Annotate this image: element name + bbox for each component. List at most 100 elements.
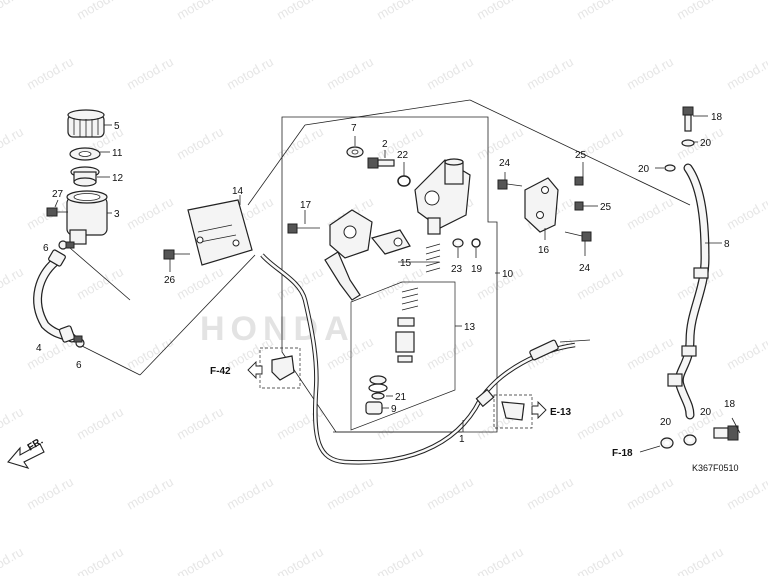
label-18-lower: 18 — [724, 399, 736, 410]
watermark-text: motod.ru — [374, 0, 426, 23]
watermark-text: motod.ru — [0, 0, 26, 23]
watermark-text: motod.ru — [424, 474, 476, 513]
watermark-text: motod.ru — [174, 404, 226, 443]
watermark-text: motod.ru — [624, 54, 676, 93]
watermark-text: motod.ru — [624, 194, 676, 233]
watermark-text: motod.ru — [574, 404, 626, 443]
label-25-upper: 25 — [575, 150, 587, 161]
push-rod-arm — [324, 251, 361, 301]
ref-box-f42 — [247, 347, 301, 389]
watermark-text: motod.ru — [724, 54, 768, 93]
watermark-text: motod.ru — [574, 0, 626, 23]
watermark-text: motod.ru — [0, 264, 26, 303]
ref-box-e13 — [493, 394, 547, 429]
label-25-lower: 25 — [600, 202, 612, 213]
banjo-bolt-upper — [682, 106, 694, 132]
ref-f42: F-42 — [210, 366, 231, 377]
reservoir-screw — [46, 207, 68, 217]
reservoir-hose — [33, 249, 77, 343]
watermark-text: motod.ru — [424, 54, 476, 93]
watermark-text: motod.ru — [124, 194, 176, 233]
master-cylinder-cover — [187, 199, 253, 266]
watermark-text: motod.ru — [324, 54, 376, 93]
label-24-upper: 24 — [499, 158, 511, 169]
label-26: 26 — [164, 275, 176, 286]
clutch-master-cylinder — [414, 158, 471, 235]
watermark-text: motod.ru — [524, 474, 576, 513]
leader-14-box — [247, 124, 306, 206]
watermark-text: motod.ru — [274, 544, 326, 576]
label-11: 11 — [112, 148, 123, 159]
watermark-text: motod.ru — [124, 334, 176, 373]
nut-23 — [452, 238, 464, 248]
label-23: 23 — [451, 264, 463, 275]
label-16: 16 — [538, 245, 550, 256]
label-7: 7 — [351, 123, 357, 134]
label-10: 10 — [502, 269, 514, 280]
watermark-text: motod.ru — [174, 0, 226, 23]
label-9: 9 — [391, 404, 397, 415]
label-18-upper: 18 — [711, 112, 723, 123]
label-8: 8 — [724, 239, 730, 250]
sealing-washer-upper-b — [664, 164, 676, 172]
hose-clip-upper — [58, 240, 75, 250]
label-20-upper-b: 20 — [638, 164, 650, 175]
banjo-bolt-lower — [713, 425, 739, 441]
leader-6a — [69, 247, 131, 301]
label-20-lower-a: 20 — [660, 417, 672, 428]
label-1: 1 — [459, 434, 465, 445]
watermark-text: motod.ru — [74, 264, 126, 303]
label-6-lower: 6 — [76, 360, 82, 371]
front-direction-arrow — [7, 443, 45, 469]
ref-e13: E-13 — [550, 407, 572, 418]
watermark-text: motod.ru — [474, 0, 526, 23]
watermark-text: motod.ru — [724, 194, 768, 233]
cover-bolt — [163, 249, 190, 260]
label-24-lower: 24 — [579, 263, 591, 274]
bolt-17 — [287, 223, 320, 234]
label-22: 22 — [397, 150, 409, 161]
label-20-upper-a: 20 — [700, 138, 712, 149]
watermark-text: motod.ru — [174, 544, 226, 576]
watermark-text: motod.ru — [0, 404, 26, 443]
watermark-text: motod.ru — [624, 474, 676, 513]
watermark-text: motod.ru — [224, 54, 276, 93]
watermark-text: motod.ru — [124, 54, 176, 93]
pivot-bolt — [367, 157, 395, 169]
watermark-text: motod.ru — [724, 474, 768, 513]
watermark-text: motod.ru — [574, 544, 626, 576]
label-21: 21 — [395, 392, 407, 403]
washer-19 — [471, 238, 481, 248]
clutch-cable — [260, 253, 591, 465]
sealing-washer-lower-a — [660, 437, 674, 449]
watermark-text: motod.ru — [24, 54, 76, 93]
label-15: 15 — [400, 258, 412, 269]
label-14: 14 — [232, 186, 244, 197]
clutch-lever-holder — [329, 209, 411, 259]
watermark-text: motod.ru — [674, 544, 726, 576]
watermark-text: motod.ru — [24, 474, 76, 513]
reservoir-plate — [69, 147, 101, 161]
boot-9 — [365, 401, 383, 415]
hose-clip-lower — [73, 335, 85, 348]
seal-21 — [368, 383, 388, 393]
label-12: 12 — [112, 173, 124, 184]
spring-15 — [425, 243, 441, 273]
leader-hose-left — [139, 254, 256, 376]
diagram-code: K367F0510 — [692, 463, 739, 473]
label-19: 19 — [471, 264, 483, 275]
watermark-text: motod.ru — [474, 124, 526, 163]
watermark-text: motod.ru — [0, 544, 26, 576]
watermark-text: motod.ru — [624, 334, 676, 373]
clutch-hose — [667, 163, 710, 420]
watermark-text: motod.ru — [674, 0, 726, 23]
master-cylinder-bracket — [524, 177, 559, 233]
label-17: 17 — [300, 200, 312, 211]
watermark-text: motod.ru — [424, 334, 476, 373]
reservoir-diaphragm — [70, 166, 100, 187]
leader-f18 — [639, 445, 661, 453]
label-3: 3 — [114, 209, 120, 220]
sealing-washer-upper-a — [681, 139, 695, 147]
